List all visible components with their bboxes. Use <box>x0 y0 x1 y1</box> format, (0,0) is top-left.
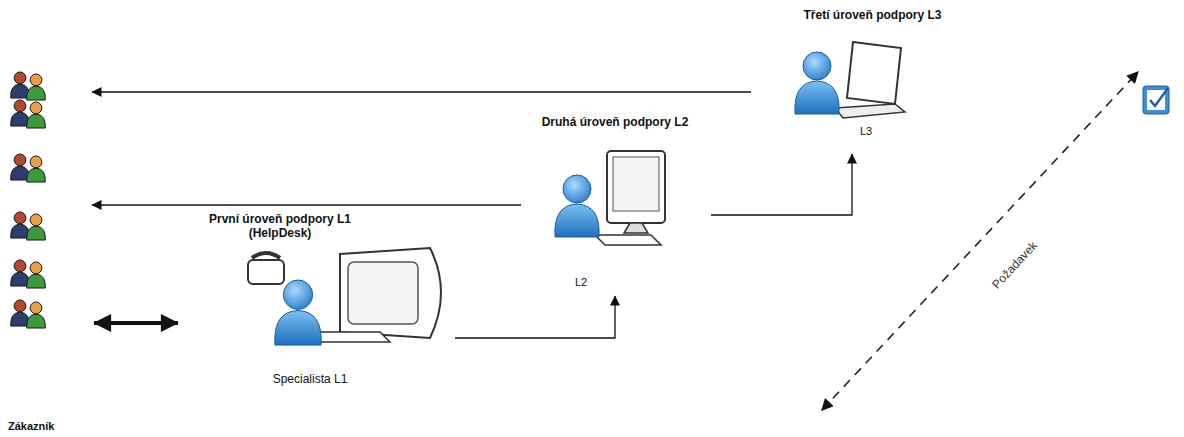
connector-arrow <box>455 296 615 338</box>
person-head <box>14 260 26 272</box>
person-body <box>27 114 46 128</box>
person-body <box>275 310 322 345</box>
person-head <box>30 302 42 314</box>
icon-group <box>795 42 905 118</box>
person-head <box>14 212 26 224</box>
level-title: Třetí úroveň podpory L3 <box>755 8 990 22</box>
person-body <box>27 314 46 328</box>
person-head <box>283 280 312 309</box>
keyboard <box>310 332 390 342</box>
connector-arrow <box>92 91 751 92</box>
icon-check <box>1150 88 1168 106</box>
customer-group: Zákazník <box>0 55 88 437</box>
level-caption: Specialista L1 <box>250 372 370 386</box>
crt-monitor <box>340 248 441 338</box>
icon-group <box>11 72 46 328</box>
person-head <box>30 262 42 274</box>
person-head <box>14 100 26 112</box>
person-head <box>30 102 42 114</box>
laptop-base <box>835 104 905 118</box>
person-body <box>795 81 839 114</box>
crt-screen <box>348 262 418 324</box>
support-level-box: Druhá úroveň podpory L2 L2 <box>525 115 705 292</box>
icon-paper <box>1147 90 1165 110</box>
person-head <box>14 72 26 84</box>
connector-arrow <box>711 154 852 215</box>
connector-arrow <box>94 321 178 325</box>
monitor-screen <box>613 157 659 211</box>
person-head <box>30 156 42 168</box>
person-icon <box>525 115 705 292</box>
level-caption: L2 <box>563 275 599 289</box>
person-icon <box>180 212 455 395</box>
connector-arrow <box>92 204 521 205</box>
level-title: Druhá úroveň podpory L2 <box>525 115 705 129</box>
person-head <box>563 175 591 203</box>
person-head <box>803 52 831 80</box>
level-title: Zákazník <box>8 419 84 433</box>
person-body <box>27 86 46 100</box>
person-icon <box>0 55 88 437</box>
icon-frame <box>1143 86 1169 114</box>
icon-group <box>248 248 441 345</box>
request-arrow <box>822 72 1138 410</box>
phone-handset <box>252 253 280 258</box>
phone <box>248 260 284 284</box>
person-body <box>27 274 46 288</box>
request-label: Požadavek <box>989 239 1040 292</box>
level-title: První úroveň podpory L1 (HelpDesk) <box>182 212 378 240</box>
support-level-box: První úroveň podpory L1 (HelpDesk) Specia… <box>180 212 455 395</box>
person-icon <box>755 8 990 150</box>
person-head <box>30 214 42 226</box>
person-head <box>30 74 42 86</box>
person-body <box>27 168 46 182</box>
level-caption: L3 <box>849 124 883 138</box>
keyboard <box>595 235 661 245</box>
person-head <box>14 300 26 312</box>
laptop-screen <box>847 42 901 104</box>
support-level-box: Třetí úroveň podpory L3 L3 <box>755 8 990 150</box>
request-document-icon <box>1143 86 1169 114</box>
person-body <box>555 204 599 237</box>
person-head <box>14 154 26 166</box>
monitor-stand <box>624 223 648 233</box>
monitor-frame <box>607 151 665 223</box>
icon-group <box>555 151 665 245</box>
person-body <box>27 226 46 240</box>
